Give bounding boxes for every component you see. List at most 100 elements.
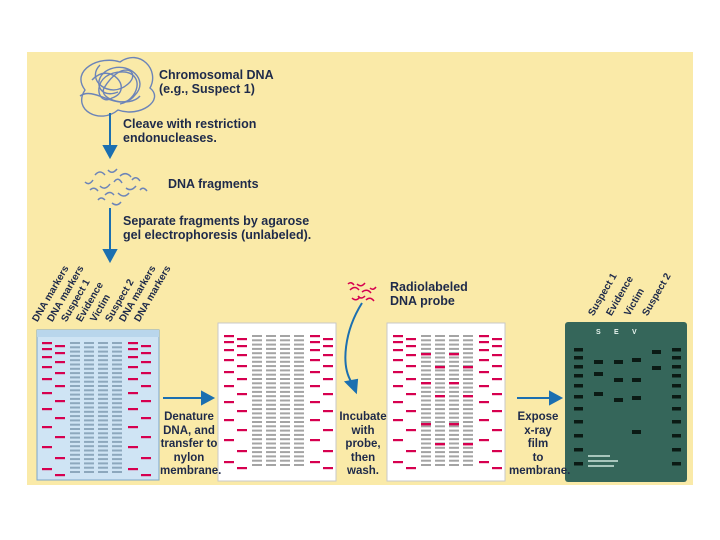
fragment-band (70, 428, 80, 430)
fragment-band (98, 432, 108, 434)
fragment-band (463, 421, 473, 423)
fragment-band (252, 451, 262, 453)
marker-band (310, 401, 320, 403)
film-marker-band (672, 374, 681, 378)
fragment-band (252, 430, 262, 432)
fragment-band (449, 447, 459, 449)
marker-band (128, 392, 138, 394)
fragment-band (421, 400, 431, 402)
fragment-band (294, 335, 304, 337)
probe-hit-band (449, 353, 459, 355)
fragment-band (84, 411, 94, 413)
fragment-band (252, 412, 262, 414)
film-sample-band (594, 360, 603, 364)
film-sample-band (652, 350, 661, 354)
fragment-band (294, 395, 304, 397)
marker-band (406, 450, 416, 452)
fragment-band (112, 432, 122, 434)
fragment-band (112, 454, 122, 456)
fragment-band (435, 451, 445, 453)
step-incubate: Incubate with probe, then wash. (338, 411, 388, 479)
marker-band (237, 467, 247, 469)
marker-band (492, 345, 502, 347)
fragment-band (280, 348, 290, 350)
fragment-band (252, 425, 262, 427)
fragment-band (449, 339, 459, 341)
fragment-band (266, 451, 276, 453)
fragment-band (112, 437, 122, 439)
fragment-band (252, 335, 262, 337)
fragment-band (435, 369, 445, 371)
marker-band (323, 378, 333, 380)
fragment-band (463, 438, 473, 440)
marker-band (141, 352, 151, 354)
fragment-band (70, 389, 80, 391)
marker-band (55, 345, 65, 347)
fragment-band (252, 443, 262, 445)
fragment-band (463, 447, 473, 449)
fragment-band (421, 438, 431, 440)
fragment-band (294, 387, 304, 389)
marker-band (224, 439, 234, 441)
fragment-band (98, 381, 108, 383)
fragment-band (449, 460, 459, 462)
fragment-band (280, 400, 290, 402)
fragment-band (294, 455, 304, 457)
fragment-band (84, 458, 94, 460)
fragment-band (112, 351, 122, 353)
fragment-band (70, 467, 80, 469)
probe-hit-band (463, 366, 473, 368)
dna-fragments-cluster (85, 169, 147, 205)
marker-band (237, 393, 247, 395)
fragment-band (266, 460, 276, 462)
fragment-band (449, 434, 459, 436)
fragment-band (98, 402, 108, 404)
fragment-band (421, 395, 431, 397)
fragment-band (252, 369, 262, 371)
fragment-band (449, 438, 459, 440)
probe-hit-band (435, 366, 445, 368)
marker-band (393, 371, 403, 373)
fragment-band (252, 460, 262, 462)
fragment-band (252, 387, 262, 389)
fragment-band (421, 455, 431, 457)
marker-band (237, 354, 247, 356)
label-cleave: Cleave with restriction endonucleases. (123, 117, 256, 145)
marker-band (224, 401, 234, 403)
fragment-band (280, 404, 290, 406)
fragment-band (280, 464, 290, 466)
fragment-band (84, 372, 94, 374)
fragment-band (280, 344, 290, 346)
fragment-band (435, 408, 445, 410)
fragment-band (70, 419, 80, 421)
marker-band (310, 385, 320, 387)
marker-band (492, 450, 502, 452)
marker-band (42, 366, 52, 368)
fragment-band (449, 400, 459, 402)
marker-band (42, 342, 52, 344)
marker-band (237, 429, 247, 431)
fragment-band (70, 385, 80, 387)
fragment-band (463, 382, 473, 384)
fragment-band (463, 417, 473, 419)
fragment-band (435, 404, 445, 406)
fragment-band (435, 335, 445, 337)
fragment-band (252, 400, 262, 402)
fragment-band (252, 464, 262, 466)
fragment-band (84, 398, 94, 400)
fragment-band (98, 364, 108, 366)
fragment-band (266, 382, 276, 384)
fragment-band (112, 467, 122, 469)
fragment-band (266, 425, 276, 427)
fragment-band (463, 455, 473, 457)
fragment-band (280, 412, 290, 414)
marker-band (224, 335, 234, 337)
fragment-band (435, 400, 445, 402)
fragment-band (98, 458, 108, 460)
label-radiolabeled-probe: Radiolabeled DNA probe (390, 280, 468, 308)
marker-band (393, 385, 403, 387)
fragment-band (98, 372, 108, 374)
fragment-band (84, 364, 94, 366)
fragment-band (463, 391, 473, 393)
fragment-band (435, 344, 445, 346)
